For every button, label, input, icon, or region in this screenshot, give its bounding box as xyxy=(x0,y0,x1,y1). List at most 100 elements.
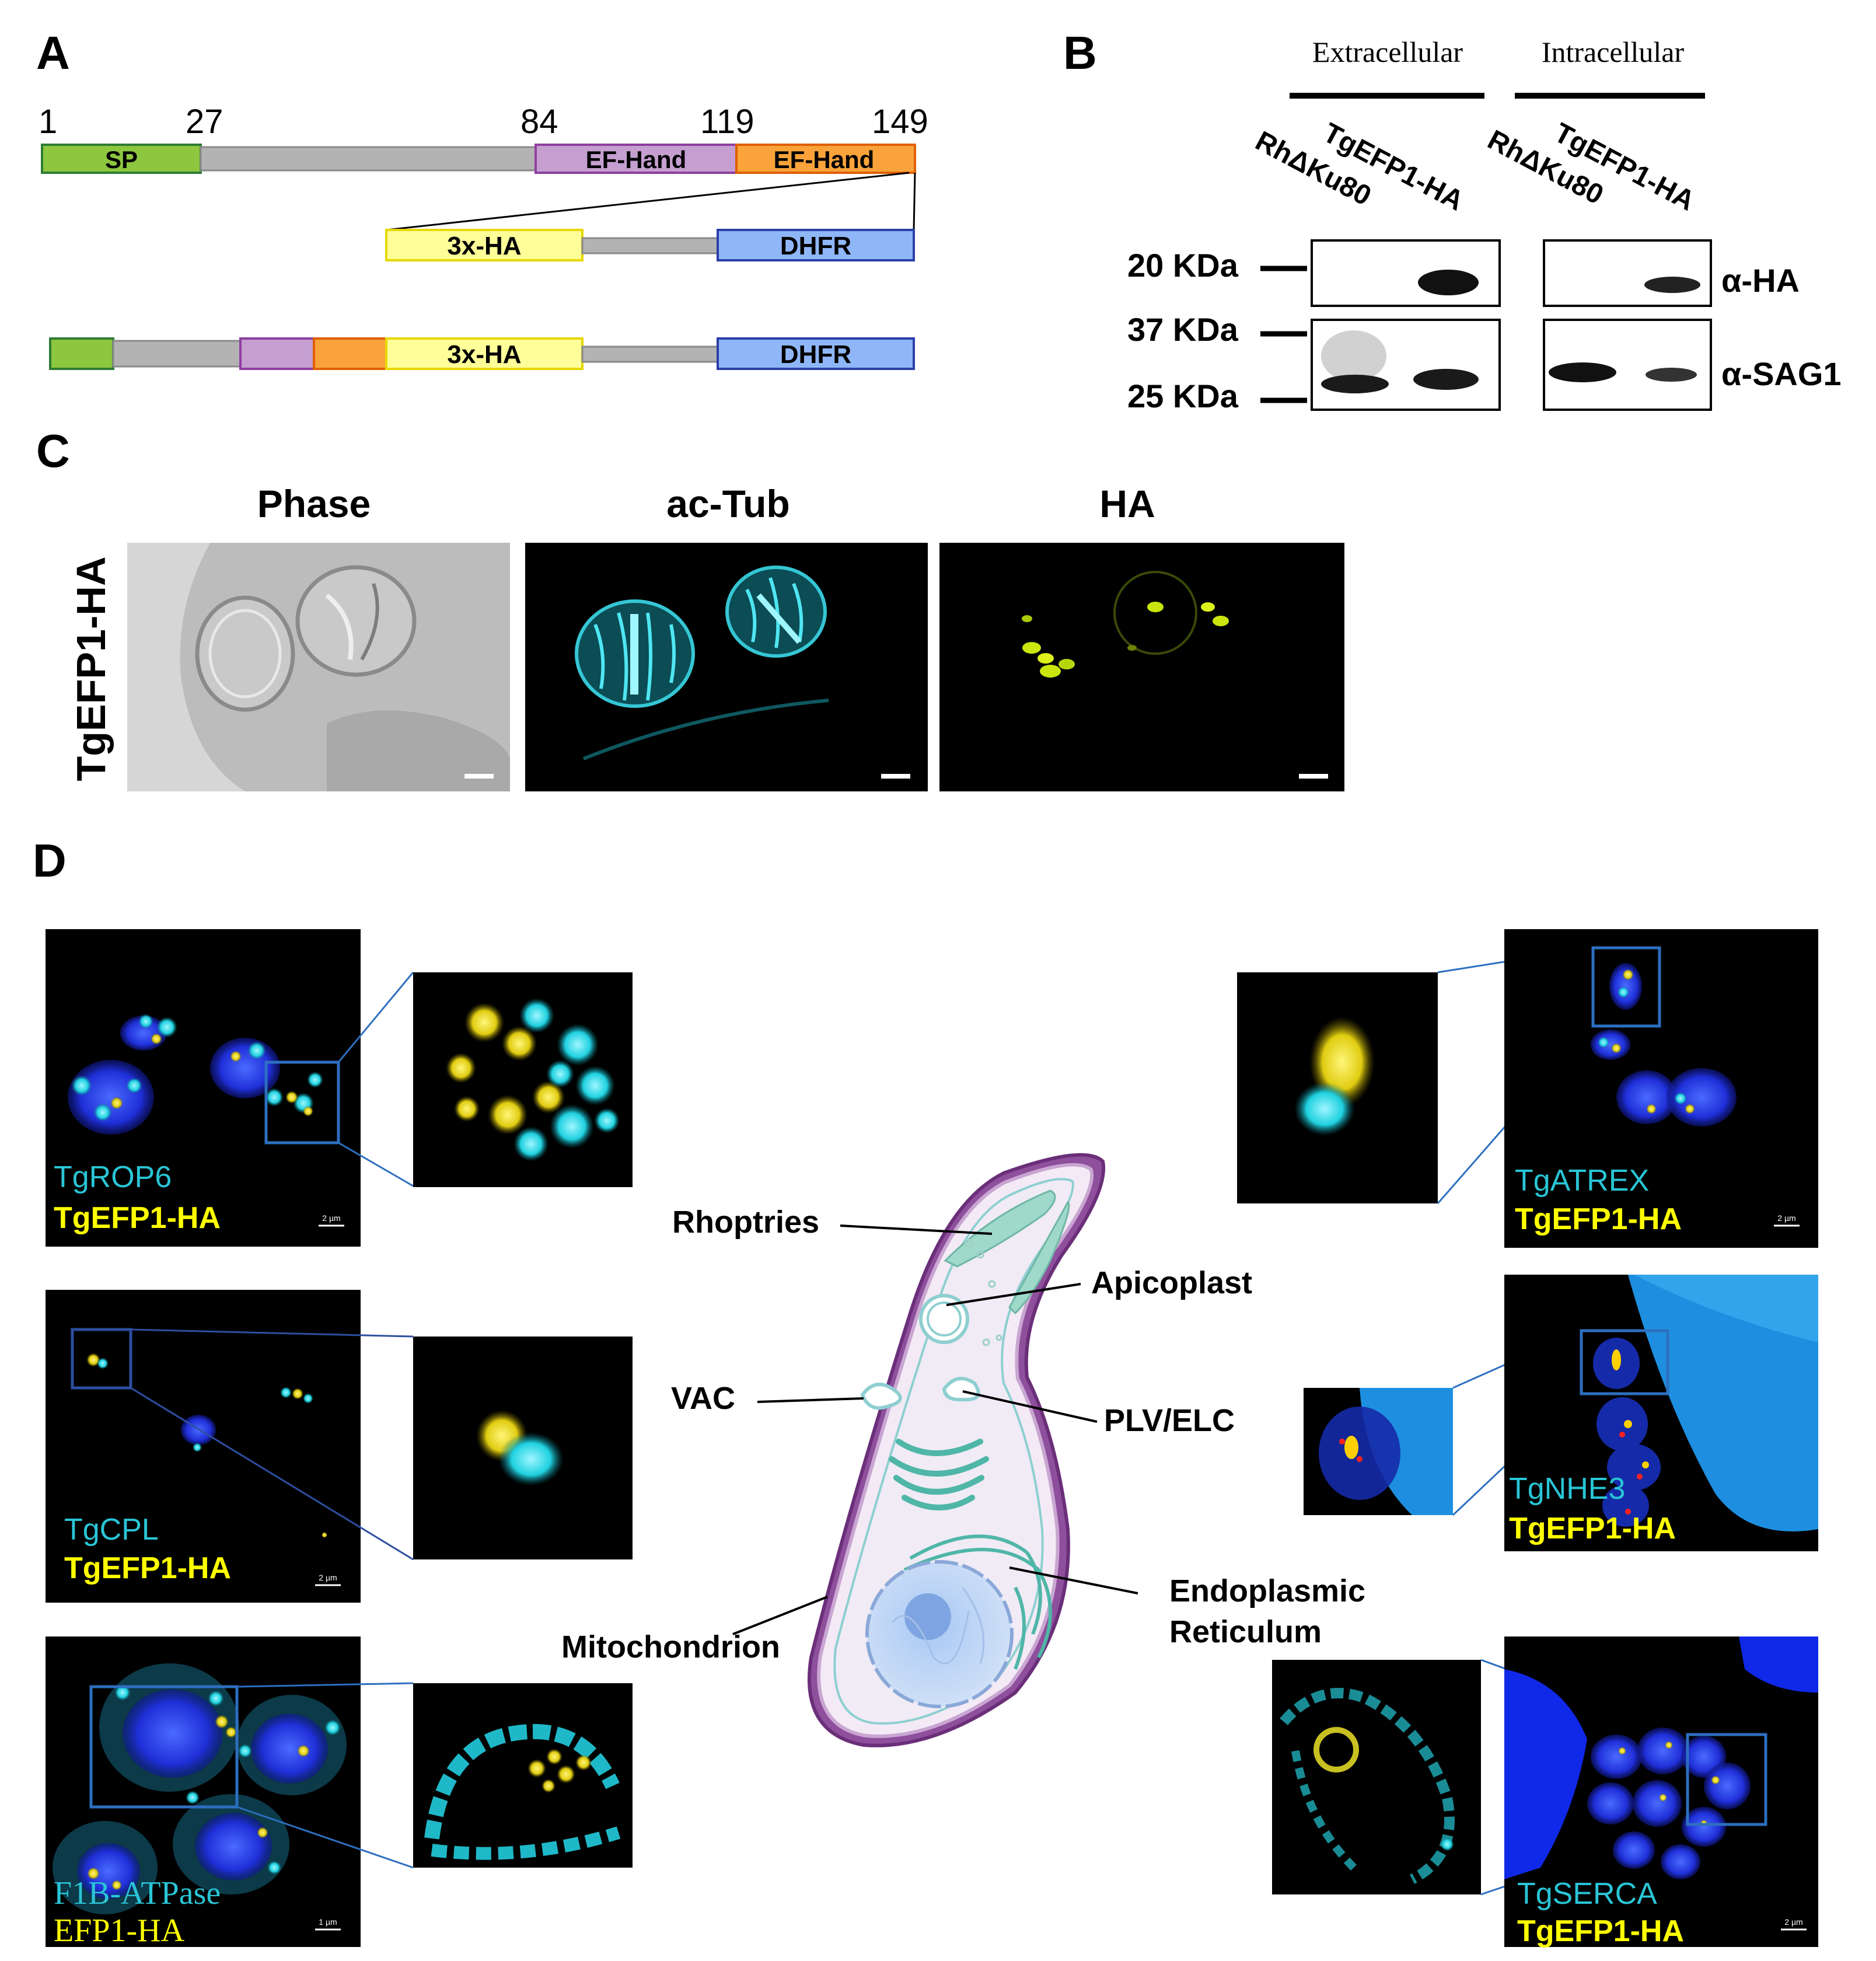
position-27: 27 xyxy=(186,103,223,141)
rhoptries-shape xyxy=(944,1189,1056,1268)
rop6-marker-label: TgROP6 xyxy=(54,1160,172,1194)
blot-ha-extracellular xyxy=(1311,239,1501,307)
position-84: 84 xyxy=(520,103,558,141)
rop6-image: 2 µm xyxy=(46,929,361,1247)
probe-ha: α-HA xyxy=(1721,262,1800,299)
rop6-fusion-label: TgEFP1-HA xyxy=(54,1201,221,1235)
nhe3-zoom xyxy=(1304,1388,1453,1515)
fusion-ef2 xyxy=(313,337,387,370)
construct-ha-label: 3x-HA xyxy=(447,232,521,260)
insert-line-right xyxy=(913,172,916,231)
leader-mitochondrion xyxy=(732,1596,828,1635)
cpl-zoom-line-top xyxy=(130,1328,414,1338)
leader-plv xyxy=(962,1390,1098,1423)
sp-label: SP xyxy=(105,146,138,173)
row-label-tgefp1: TgEFP1-HA xyxy=(68,557,114,781)
sp-domain xyxy=(41,144,202,174)
leader-rhoptries xyxy=(840,1224,993,1235)
serca-image: 2 µm xyxy=(1504,1637,1818,1947)
label-vac: VAC xyxy=(671,1381,735,1416)
fusion-ha-label: 3x-HA xyxy=(447,340,521,369)
label-rhoptries: Rhoptries xyxy=(672,1205,819,1240)
linker-region xyxy=(200,146,537,172)
probe-sag1: α-SAG1 xyxy=(1721,355,1842,392)
cpl-scale: 2 µm xyxy=(319,1573,337,1582)
band-sag1-ext-wt xyxy=(1321,375,1389,393)
band-sag1-int-wt xyxy=(1549,362,1616,382)
marker-25kda: 25 KDa xyxy=(1127,378,1239,414)
serca-zoom xyxy=(1272,1660,1481,1894)
nhe3-marker-label: TgNHE3 xyxy=(1509,1472,1625,1506)
cpl-zoom xyxy=(413,1337,633,1559)
panel-c-letter: C xyxy=(36,425,70,477)
band-sag1-ext-tag xyxy=(1413,369,1479,390)
cpl-marker-label: TgCPL xyxy=(64,1513,159,1547)
rop6-zoom xyxy=(413,972,633,1187)
f1b-zoom xyxy=(413,1683,633,1868)
fusion-ha xyxy=(385,337,584,370)
f1b-image: 1 µm xyxy=(46,1637,361,1947)
ha-image xyxy=(939,543,1344,791)
position-149: 149 xyxy=(872,103,928,141)
construct-linker xyxy=(581,237,719,254)
construct-dhfr xyxy=(717,229,915,261)
ef-hand-1-label: EF-Hand xyxy=(586,146,687,173)
vac-shape xyxy=(860,1383,902,1410)
construct-dhfr-label: DHFR xyxy=(780,232,851,260)
fusion-sp xyxy=(49,337,114,370)
band-ha-ext-tag xyxy=(1418,270,1479,295)
actub-image xyxy=(525,543,928,791)
parasite-schematic xyxy=(807,1153,1106,1747)
atrex-zoom xyxy=(1237,972,1438,1203)
plv-shape xyxy=(942,1377,980,1402)
blot-ha-intracellular xyxy=(1543,239,1712,307)
label-plv: PLV/ELC xyxy=(1104,1403,1235,1438)
column-phase: Phase xyxy=(257,482,371,525)
marker-20kda: 20 KDa xyxy=(1127,247,1239,284)
phase-image xyxy=(127,543,510,791)
group-intracellular: Intracellular xyxy=(1542,36,1685,68)
panel-b-letter: B xyxy=(1063,27,1097,79)
atrex-scale: 2 µm xyxy=(1777,1213,1795,1223)
atrex-fusion-label: TgEFP1-HA xyxy=(1515,1202,1682,1236)
f1b-marker-label: F1B-ATPase xyxy=(54,1875,221,1911)
cpl-image: 2 µm xyxy=(46,1290,361,1603)
leader-apicoplast xyxy=(946,1283,1081,1306)
position-119: 119 xyxy=(700,103,754,141)
f1b-zoom-line-top xyxy=(236,1682,414,1688)
cpl-fusion-label: TgEFP1-HA xyxy=(64,1551,231,1585)
cpl-zoom-line-bottom xyxy=(130,1387,414,1561)
serca-scale: 2 µm xyxy=(1784,1917,1802,1927)
label-er-line1: Endoplasmic xyxy=(1169,1573,1365,1608)
rop6-zoom-line-top xyxy=(337,972,414,1063)
er-shape xyxy=(903,1534,1052,1670)
leader-er xyxy=(1009,1566,1138,1594)
f1b-zoom-line-bottom xyxy=(236,1806,414,1869)
nhe3-image xyxy=(1504,1275,1818,1551)
panel-d-letter: D xyxy=(33,835,67,887)
label-apicoplast: Apicoplast xyxy=(1091,1265,1252,1300)
band-sag1-int-tag xyxy=(1646,368,1697,382)
group-extracellular: Extracellular xyxy=(1312,36,1463,68)
ef-hand-2 xyxy=(735,144,916,174)
fusion-gap xyxy=(581,346,719,363)
nhe3-fusion-label: TgEFP1-HA xyxy=(1509,1512,1676,1545)
marker-37kda: 37 KDa xyxy=(1127,311,1239,348)
panel-a-letter: A xyxy=(36,27,70,79)
atrex-marker-label: TgATREX xyxy=(1515,1164,1649,1198)
fusion-linker xyxy=(112,340,242,368)
position-1: 1 xyxy=(39,103,57,141)
label-er-line2: Reticulum xyxy=(1169,1614,1322,1649)
rop6-zoom-line-bottom xyxy=(338,1142,414,1187)
f1b-scale: 1 µm xyxy=(319,1917,337,1927)
fusion-ef1 xyxy=(239,337,315,370)
serca-marker-label: TgSERCA xyxy=(1517,1877,1657,1911)
column-ha: HA xyxy=(1099,482,1155,525)
fusion-dhfr-label: DHFR xyxy=(780,340,851,369)
band-ha-int-tag xyxy=(1644,277,1700,293)
column-actub: ac-Tub xyxy=(666,482,789,525)
label-mitochondrion: Mitochondrion xyxy=(561,1629,780,1665)
fusion-dhfr xyxy=(717,337,915,370)
band-sag1-ext-wt-smear xyxy=(1321,330,1386,382)
